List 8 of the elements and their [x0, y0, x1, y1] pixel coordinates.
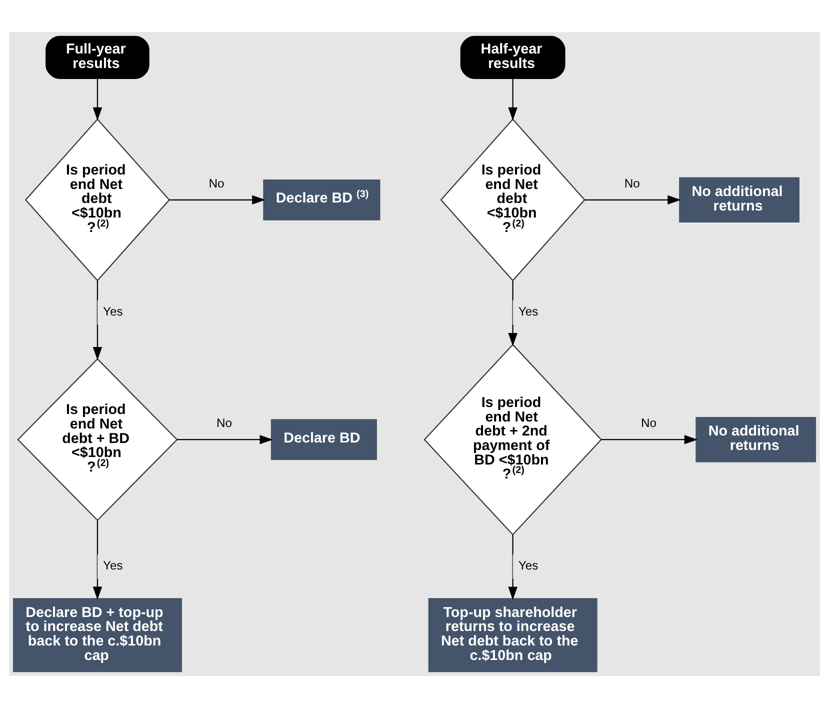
- edge-label: Yes: [518, 304, 538, 318]
- edge-label: No: [216, 416, 232, 430]
- edge-label: No: [624, 176, 640, 190]
- edge-label: Yes: [102, 304, 122, 318]
- edge-label: Yes: [102, 558, 122, 572]
- edge-label: No: [208, 176, 224, 190]
- edge-label: No: [640, 416, 656, 430]
- edge-label: Yes: [518, 558, 538, 572]
